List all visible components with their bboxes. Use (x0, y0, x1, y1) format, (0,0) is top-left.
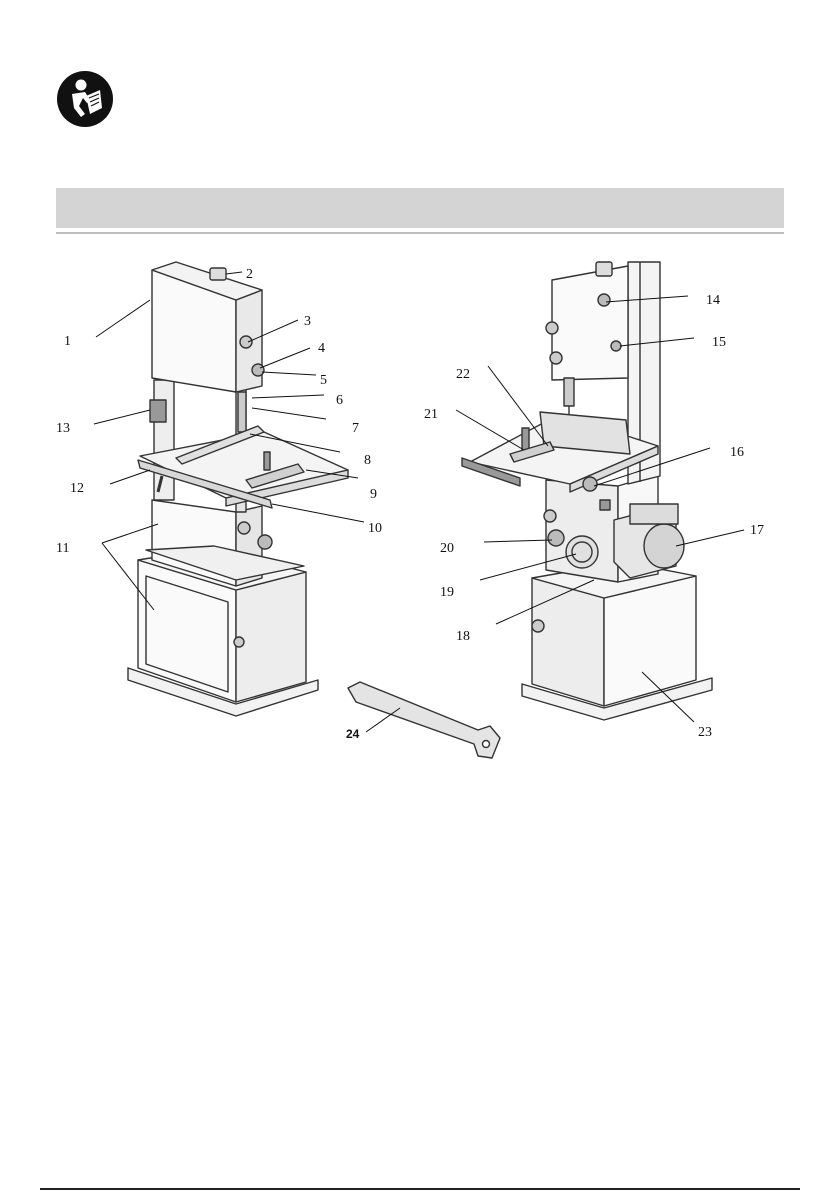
callout-9: 9 (370, 487, 377, 502)
callout-24: 24 (346, 727, 360, 741)
callout-17: 17 (750, 523, 764, 538)
callout-5: 5 (320, 373, 327, 388)
callout-6: 6 (336, 393, 343, 408)
callout-22: 22 (456, 367, 470, 382)
callout-12: 12 (70, 481, 84, 496)
callout-15: 15 (712, 335, 726, 350)
callout-2: 2 (246, 267, 253, 282)
callout-20: 20 (440, 541, 454, 556)
callout-16: 16 (730, 445, 744, 460)
push-stick (348, 682, 500, 758)
callout-4: 4 (318, 341, 325, 356)
callout-13: 13 (56, 421, 70, 436)
callout-14: 14 (706, 293, 720, 308)
bandsaw-rear-view (462, 262, 712, 720)
callout-19: 19 (440, 585, 454, 600)
callout-7: 7 (352, 421, 359, 436)
callout-8: 8 (364, 453, 371, 468)
callout-3: 3 (304, 314, 311, 329)
callout-18: 18 (456, 629, 470, 644)
callout-11: 11 (56, 541, 69, 556)
callout-1: 1 (64, 334, 71, 349)
callout-10: 10 (368, 521, 382, 536)
bandsaw-front-view (128, 262, 348, 716)
callout-21: 21 (424, 407, 438, 422)
page-bottom-rule (40, 1188, 800, 1190)
callout-23: 23 (698, 725, 712, 740)
